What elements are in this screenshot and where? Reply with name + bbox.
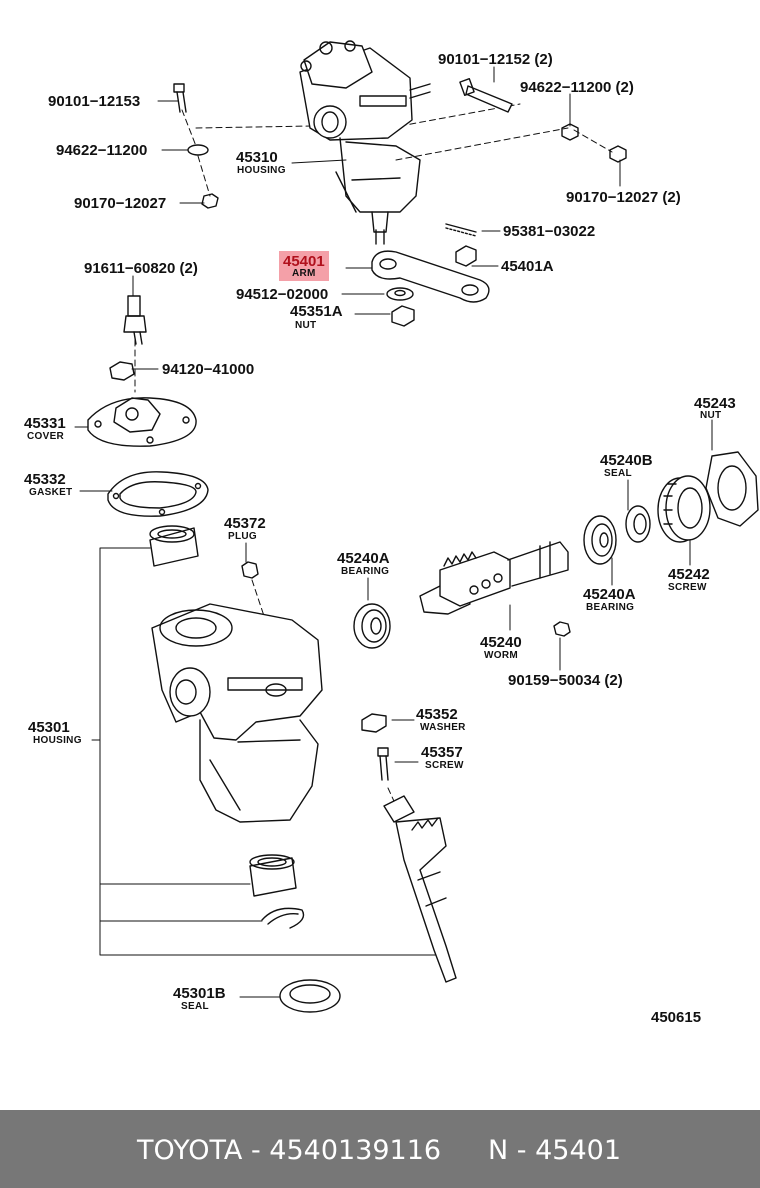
adjusting-screw-45242-drawing bbox=[657, 475, 711, 543]
bearing-left-drawing bbox=[353, 603, 391, 649]
label-45301B: 45301B bbox=[173, 985, 226, 1002]
locknut-45243-drawing bbox=[705, 451, 759, 527]
plug-drawing bbox=[241, 561, 259, 579]
label-45351A: 45351A bbox=[290, 303, 343, 320]
label-90170-12027-left: 90170−12027 bbox=[74, 195, 167, 212]
label-45240A-right: 45240A bbox=[583, 586, 636, 603]
housing-45310-drawing bbox=[299, 40, 431, 245]
washer-screw-drawing bbox=[361, 713, 389, 781]
label-45310: 45310 bbox=[236, 149, 278, 166]
label-94512-02000: 94512−02000 bbox=[236, 286, 329, 303]
parts-diagram bbox=[74, 40, 759, 1013]
sublabel-washer: WASHER bbox=[420, 722, 466, 733]
label-45240A-left: 45240A bbox=[337, 550, 390, 567]
sublabel-screw-45242: SCREW bbox=[668, 582, 707, 593]
seal-45301B-drawing bbox=[279, 979, 341, 1013]
footer-reference: N - 45401 bbox=[488, 1135, 621, 1166]
leader-lines bbox=[74, 66, 713, 998]
bolt-90159-drawing bbox=[553, 621, 571, 637]
sublabel-bearing-right: BEARING bbox=[586, 602, 635, 613]
bearing-right-drawing bbox=[583, 515, 617, 565]
label-94622-11200-right: 94622−11200 (2) bbox=[520, 79, 634, 96]
label-45240: 45240 bbox=[480, 634, 522, 651]
fasteners-top bbox=[173, 78, 627, 237]
sublabel-housing-45310: HOUSING bbox=[237, 165, 286, 176]
sublabel-worm: WORM bbox=[484, 650, 518, 661]
label-95381-03022: 95381−03022 bbox=[503, 223, 596, 240]
label-45243: 45243 bbox=[694, 395, 736, 412]
label-90170-12027-right: 90170−12027 (2) bbox=[566, 189, 681, 206]
label-94120-41000: 94120−41000 bbox=[162, 361, 255, 378]
needle-bearing-top-drawing bbox=[149, 525, 199, 567]
lower-bearing-drawing bbox=[249, 854, 297, 897]
cover-drawing bbox=[87, 397, 197, 447]
sublabel-seal-45240B: SEAL bbox=[604, 468, 632, 479]
diagram-code: 450615 bbox=[651, 1009, 702, 1026]
pitman-arm-drawing bbox=[371, 245, 490, 327]
sublabel-nut-45351A: NUT bbox=[295, 320, 317, 331]
label-45242: 45242 bbox=[668, 566, 710, 583]
sublabel-arm: ARM bbox=[292, 268, 316, 279]
label-45301: 45301 bbox=[28, 719, 70, 736]
gasket-drawing bbox=[107, 471, 209, 517]
label-45240B: 45240B bbox=[600, 452, 653, 469]
snap-ring-drawing bbox=[261, 907, 305, 929]
main-housing-drawing bbox=[151, 603, 323, 823]
sector-shaft-drawing bbox=[383, 795, 457, 983]
footer-bar: TOYOTA - 4540139116 N - 45401 bbox=[0, 1110, 760, 1188]
label-91611-60820: 91611−60820 (2) bbox=[84, 260, 198, 277]
footer-brand-part-number: TOYOTA - 4540139116 bbox=[137, 1135, 442, 1166]
label-94622-11200-left: 94622−11200 bbox=[56, 142, 148, 159]
seal-45240B-drawing bbox=[625, 505, 651, 543]
adjusting-screw-drawing bbox=[109, 295, 147, 381]
label-90101-12152: 90101−12152 (2) bbox=[438, 51, 553, 68]
sublabel-nut-45243: NUT bbox=[700, 410, 722, 421]
label-45352: 45352 bbox=[416, 706, 458, 723]
sublabel-screw-45357: SCREW bbox=[425, 760, 464, 771]
sublabel-gasket: GASKET bbox=[29, 487, 73, 498]
sublabel-housing-45301: HOUSING bbox=[33, 735, 82, 746]
label-90159-50034: 90159−50034 (2) bbox=[508, 672, 623, 689]
sublabel-bearing-left: BEARING bbox=[341, 566, 390, 577]
label-45332: 45332 bbox=[24, 471, 66, 488]
label-45357: 45357 bbox=[421, 744, 463, 761]
sublabel-cover: COVER bbox=[27, 431, 65, 442]
label-45401A: 45401A bbox=[501, 258, 554, 275]
label-45331: 45331 bbox=[24, 415, 66, 432]
label-90101-12153: 90101−12153 bbox=[48, 93, 141, 110]
worm-shaft-drawing bbox=[419, 541, 569, 615]
sublabel-seal-45301B: SEAL bbox=[181, 1001, 209, 1012]
label-45401-highlighted[interactable]: 45401 bbox=[279, 251, 329, 281]
label-45372: 45372 bbox=[224, 515, 266, 532]
sublabel-plug: PLUG bbox=[228, 531, 257, 542]
